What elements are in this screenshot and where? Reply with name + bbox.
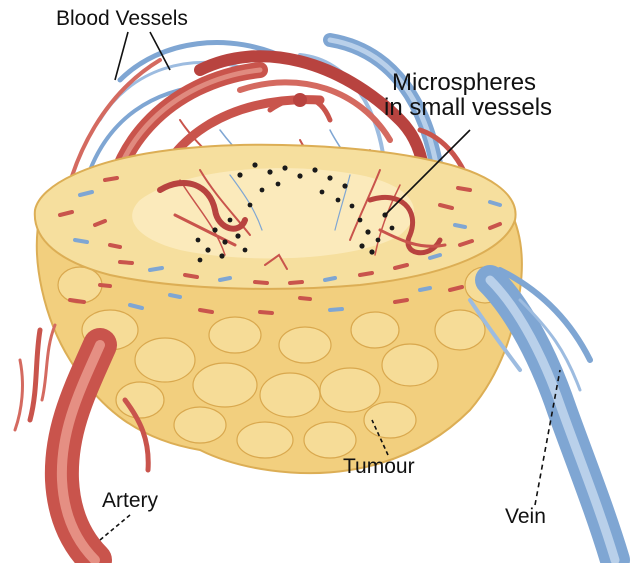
label-microspheres-line1: Microspheres xyxy=(392,70,552,95)
label-microspheres: Microspheres in small vessels xyxy=(392,70,552,120)
label-vein: Vein xyxy=(505,506,546,528)
leader-artery xyxy=(100,515,130,540)
label-microspheres-line2: in small vessels xyxy=(384,95,552,120)
label-artery: Artery xyxy=(102,490,158,512)
tumour-body xyxy=(35,145,522,473)
label-blood-vessels: Blood Vessels xyxy=(56,8,188,30)
label-tumour: Tumour xyxy=(343,456,415,478)
